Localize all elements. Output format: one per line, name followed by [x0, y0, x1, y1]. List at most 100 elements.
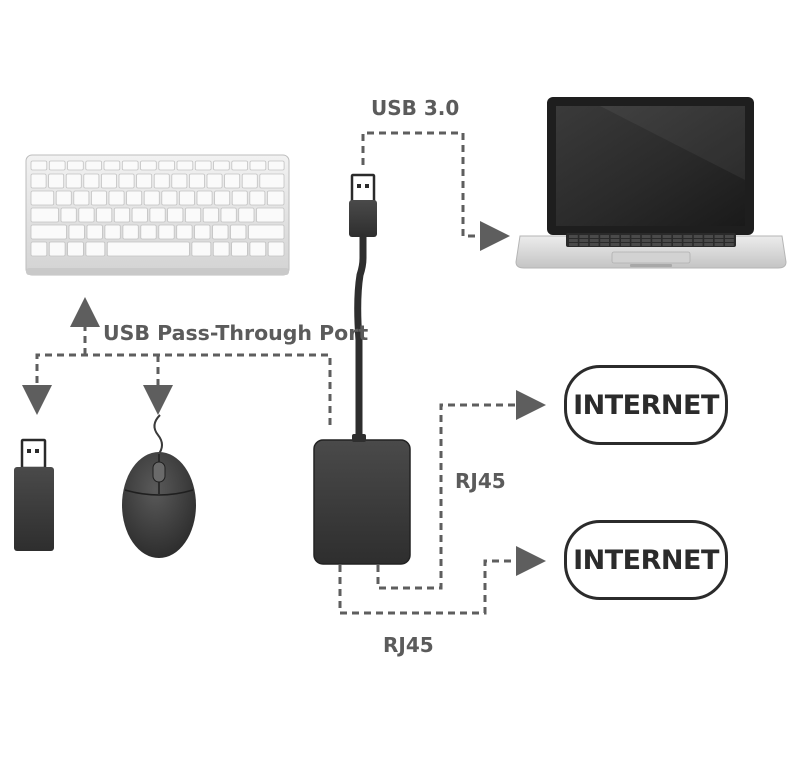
keyboard-key: [188, 173, 205, 189]
keyboard-key: [249, 160, 267, 171]
keyboard-key: [249, 241, 267, 257]
laptop-key: [704, 243, 713, 246]
keyboard-key: [83, 173, 100, 189]
keyboard-key: [96, 207, 113, 223]
adapter-image: [313, 434, 411, 565]
keyboard-image: [25, 154, 290, 276]
laptop-key: [725, 243, 734, 246]
connector-lines: [22, 131, 546, 615]
laptop-key: [662, 239, 672, 242]
usb-3-label: USB 3.0: [371, 96, 460, 120]
keyboard-key: [122, 224, 139, 240]
internet-label-lower: INTERNET: [573, 544, 719, 576]
keyboard-key: [85, 241, 106, 257]
laptop-key: [589, 243, 599, 246]
laptop-key: [714, 243, 724, 246]
keyboard-key: [202, 207, 219, 223]
laptop-key: [714, 239, 724, 242]
keyboard-key: [140, 224, 157, 240]
laptop-key: [569, 239, 578, 242]
laptop-key: [641, 239, 651, 242]
keyboard-key: [30, 224, 67, 240]
keyboard-key: [171, 173, 188, 189]
laptop-key: [589, 235, 599, 238]
laptop-key: [569, 235, 578, 238]
keyboard-key: [214, 190, 231, 206]
laptop-image: [515, 97, 787, 269]
keyboard-key: [30, 241, 48, 257]
keyboard-key: [103, 160, 121, 171]
keyboard-key: [131, 207, 148, 223]
keyboard-key: [194, 160, 212, 171]
usb-line: [361, 131, 510, 251]
internet-box-upper: INTERNET: [564, 365, 728, 445]
keyboard-key: [91, 190, 107, 206]
keyboard-key: [73, 190, 90, 206]
keyboard-key: [167, 207, 184, 223]
keyboard-key: [106, 241, 190, 257]
laptop-key: [569, 243, 578, 246]
keyboard-key: [220, 207, 237, 223]
keyboard-key: [104, 224, 121, 240]
laptop-key: [725, 235, 734, 238]
keyboard-key: [126, 190, 143, 206]
keyboard-key: [184, 207, 202, 223]
laptop-key: [673, 243, 682, 246]
laptop-key: [673, 235, 682, 238]
mouse-image: [122, 414, 196, 558]
keyboard-key: [55, 190, 72, 206]
laptop-key: [693, 243, 703, 246]
keyboard-key: [153, 173, 170, 189]
keyboard-key: [48, 173, 65, 189]
rj45-right-label: RJ45: [455, 469, 506, 493]
laptop-key: [579, 243, 589, 246]
keyboard-key: [30, 173, 47, 189]
laptop-key: [714, 235, 724, 238]
laptop-key: [600, 239, 609, 242]
laptop-key: [652, 239, 661, 242]
keyboard-key: [48, 160, 66, 171]
keyboard-key: [143, 190, 160, 206]
keyboard-key: [196, 190, 213, 206]
laptop-key: [641, 235, 651, 238]
laptop-key: [662, 235, 672, 238]
keyboard-key: [267, 241, 285, 257]
keyboard-key: [267, 160, 285, 171]
keyboard-key: [238, 207, 255, 223]
laptop-key: [600, 243, 609, 246]
keyboard-key: [231, 160, 249, 171]
laptop-key: [621, 239, 630, 242]
laptop-key: [641, 243, 651, 246]
keyboard-key: [101, 173, 117, 189]
keyboard-key: [249, 190, 266, 206]
rj45-line-upper: [376, 390, 546, 590]
keyboard-key: [30, 190, 55, 206]
laptop-key: [683, 239, 693, 242]
keyboard-key: [191, 241, 212, 257]
keyboard-key: [78, 207, 95, 223]
laptop-key: [610, 243, 620, 246]
keyboard-key: [140, 160, 157, 171]
laptop-key: [579, 239, 589, 242]
keyboard-key: [65, 173, 82, 189]
keyboard-key: [158, 160, 176, 171]
keyboard-key: [176, 160, 194, 171]
laptop-key: [621, 243, 630, 246]
keyboard-key: [231, 241, 248, 257]
usb-connector-image: [349, 173, 377, 444]
keyboard-key: [230, 224, 247, 240]
laptop-key: [631, 239, 641, 242]
keyboard-key: [231, 190, 248, 206]
keyboard-key: [259, 173, 285, 189]
laptop-key: [683, 235, 693, 238]
pass-through-label: USB Pass-Through Port: [103, 321, 369, 345]
laptop-key: [610, 239, 620, 242]
laptop-key: [610, 235, 620, 238]
internet-box-lower: INTERNET: [564, 520, 728, 600]
laptop-key: [631, 243, 641, 246]
keyboard-key: [67, 241, 84, 257]
laptop-key: [589, 239, 599, 242]
laptop-key: [579, 235, 589, 238]
keyboard-key: [68, 224, 85, 240]
